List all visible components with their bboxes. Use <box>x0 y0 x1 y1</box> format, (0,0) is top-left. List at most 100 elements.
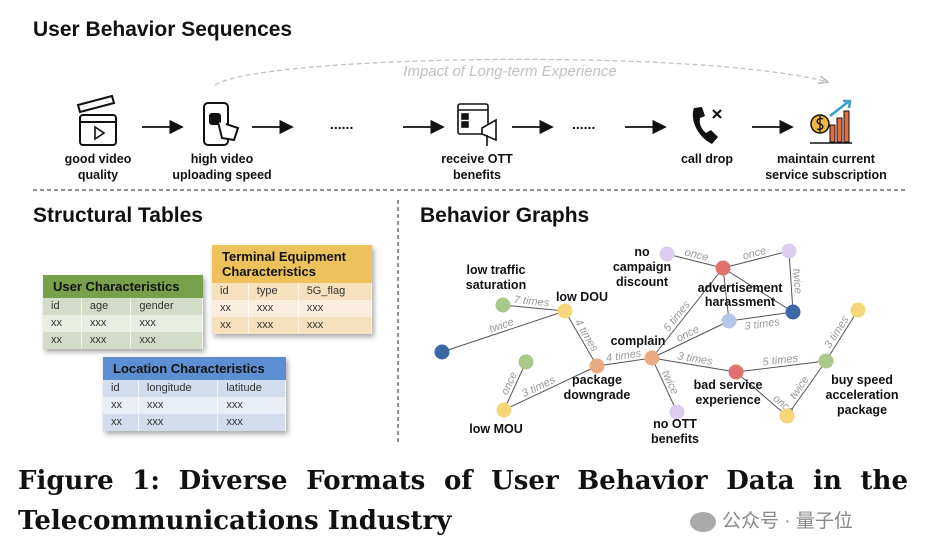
node-lightblue <box>721 313 737 329</box>
edge-low_traffic-low_dou <box>502 304 566 312</box>
node-complain <box>644 350 660 366</box>
edge-label: 7 times <box>513 294 550 309</box>
node-low_traffic <box>495 297 511 313</box>
graph-title: Behavior Graphs <box>420 204 590 227</box>
cell: xxx <box>217 397 286 414</box>
edge-advertisement-lightblue <box>722 267 730 322</box>
watermark: 公众号 · 量子位 <box>690 511 853 533</box>
edge-low_mou-package_downgrade <box>503 365 598 411</box>
watermark-text: 公众号 · 量子位 <box>722 511 853 532</box>
node-low_dou <box>557 303 573 319</box>
edge-lilac_tr-blue_right <box>788 250 794 313</box>
edge-label: once <box>683 246 709 263</box>
edge-buy_speed-yellow_top <box>825 309 859 362</box>
edge-low_dou-package_downgrade <box>564 310 598 367</box>
cell: xxx <box>130 315 203 332</box>
edge-label: twice <box>788 374 812 401</box>
col-header: gender <box>130 298 203 315</box>
cell: xx <box>43 315 82 332</box>
node-label-complain: complain <box>610 334 666 348</box>
ellipsis: ...... <box>572 116 596 132</box>
cell: xx <box>103 414 139 431</box>
cell: xxx <box>130 332 203 349</box>
node-package_downgrade <box>589 358 605 374</box>
edge-green_mou-low_mou <box>503 361 527 411</box>
long-term-arc <box>214 58 828 86</box>
sequences-title: User Behavior Sequences <box>33 18 293 41</box>
edge-label: 3 times <box>822 314 851 351</box>
col-header: age <box>81 298 132 315</box>
node-buy_speed <box>818 353 834 369</box>
clapperboard-icon <box>76 94 117 146</box>
figure-caption-line1: Figure 1: Diverse Formats of User Behavi… <box>18 466 908 496</box>
edge-label: 3 times <box>744 316 781 333</box>
megaphone-webpage-icon <box>457 103 497 146</box>
cell: xxx <box>138 414 219 431</box>
edge-complain-bad_service <box>651 357 737 373</box>
table-title: Location Characteristics <box>103 357 286 380</box>
cell: xxx <box>138 397 219 414</box>
node-yellow_bottom <box>779 408 795 424</box>
edge-label: once <box>499 370 520 397</box>
node-bad_service <box>728 364 744 380</box>
node-green_mou <box>518 354 534 370</box>
long-term-label: Impact of Long-term Experience <box>403 63 617 80</box>
edge-label: 4 times <box>572 317 600 354</box>
edge-bad_service-buy_speed <box>735 360 827 373</box>
table-title: User Characteristics <box>43 275 203 298</box>
cell: xx <box>43 332 82 349</box>
edge-label: 3 times <box>677 350 714 368</box>
node-label-low-dou: low DOU <box>555 290 609 304</box>
cell: xxx <box>81 332 132 349</box>
edge-label: twice <box>659 369 680 397</box>
edge-complain-lightblue <box>651 320 730 359</box>
node-no_ott <box>669 404 685 420</box>
node-blue_right <box>785 304 801 320</box>
wechat-icon <box>690 512 716 532</box>
edge-label: 3 times <box>520 374 558 400</box>
cell: xxx <box>298 317 373 334</box>
phone-touch-icon <box>203 102 240 146</box>
col-header: 5G_flag <box>298 283 373 300</box>
col-header: id <box>212 283 249 300</box>
tables-title: Structural Tables <box>33 204 203 227</box>
node-blue_left <box>434 344 450 360</box>
node-label-low-mou: low MOU <box>469 422 523 436</box>
edge-label: once <box>741 245 767 263</box>
node-yellow_top <box>850 302 866 318</box>
node-no_campaign <box>659 246 675 262</box>
cell: xxx <box>217 414 286 431</box>
col-header: longitude <box>138 380 219 397</box>
cell: xx <box>212 300 249 317</box>
edge-label: 4 times <box>605 348 642 365</box>
step-label-call-drop: call drop <box>680 152 734 166</box>
edge-yellow_bottom-buy_speed <box>786 360 827 417</box>
edge-label: 5 times <box>762 352 799 368</box>
col-header: type <box>248 283 299 300</box>
edge-advertisement-lilac_tr <box>722 250 790 269</box>
call-drop-icon <box>692 107 722 144</box>
cell: xxx <box>248 317 299 334</box>
edge-bad_service-yellow_bottom <box>735 371 788 417</box>
figure-caption-line2: Telecommunications Industry <box>18 506 452 536</box>
edge-complain-advertisement <box>651 267 724 359</box>
node-lilac_tr <box>781 243 797 259</box>
col-header: id <box>43 298 82 315</box>
edge-low_dou-blue_left <box>441 310 566 353</box>
cell: xxx <box>298 300 373 317</box>
edge-package_downgrade-complain <box>596 357 653 367</box>
